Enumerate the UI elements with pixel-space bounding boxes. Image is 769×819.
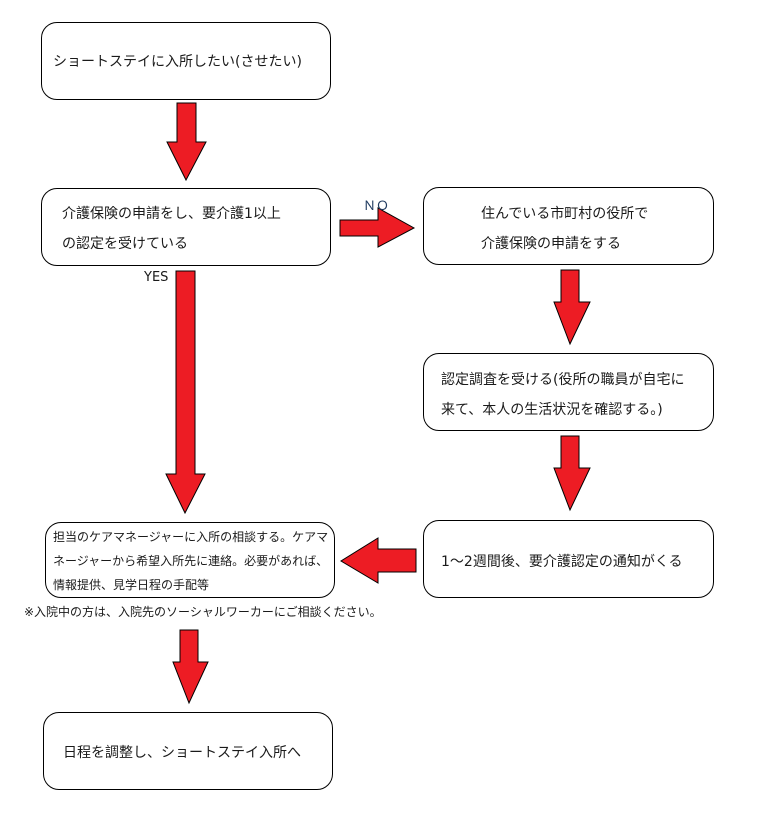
arrow-apply-to-survey bbox=[553, 269, 591, 346]
node-consult-line-2: ネージャーから希望入所先に連絡。必要があれば、 bbox=[53, 554, 329, 568]
hospital-note: ※入院中の方は、入院先のソーシャルワーカーにご相談ください。 bbox=[24, 605, 382, 619]
node-notice-text: 1～2週間後、要介護認定の通知がくる bbox=[441, 554, 683, 570]
node-survey bbox=[423, 353, 714, 431]
node-check-certification-line-1: 介護保険の申請をし、要介護1以上 bbox=[62, 206, 281, 222]
node-survey-line-2: 来て、本人の生活状況を確認する。) bbox=[441, 402, 663, 418]
node-consult bbox=[45, 522, 335, 598]
node-apply bbox=[423, 187, 714, 265]
label-yes: YES bbox=[144, 270, 169, 285]
node-finish bbox=[43, 712, 333, 790]
node-finish-text: 日程を調整し、ショートステイ入所へ bbox=[63, 745, 301, 761]
node-apply-line-1: 住んでいる市町村の役所で bbox=[481, 206, 649, 222]
node-start bbox=[41, 22, 331, 100]
node-notice bbox=[423, 520, 714, 598]
node-check-certification-line-2: の認定を受けている bbox=[62, 236, 188, 252]
node-apply-line-2: 介護保険の申請をする bbox=[481, 236, 621, 252]
node-consult-line-3: 情報提供、見学日程の手配等 bbox=[53, 578, 210, 592]
node-check-certification bbox=[41, 188, 331, 266]
arrow-consult-to-finish bbox=[172, 629, 209, 705]
node-survey-line-1: 認定調査を受ける(役所の職員が自宅に bbox=[441, 372, 685, 388]
arrow-notice-to-consult bbox=[340, 537, 417, 584]
arrow-survey-to-notice bbox=[553, 435, 591, 512]
node-consult-line-1: 担当のケアマネージャーに入所の相談する。ケアマ bbox=[53, 530, 329, 544]
node-start-text: ショートステイに入所したい(させたい) bbox=[53, 54, 302, 70]
arrow-start-to-check bbox=[166, 102, 207, 182]
arrow-no-to-apply bbox=[339, 207, 416, 248]
arrow-yes-to-consult bbox=[165, 270, 206, 515]
label-no: ＮＯ bbox=[363, 199, 390, 214]
